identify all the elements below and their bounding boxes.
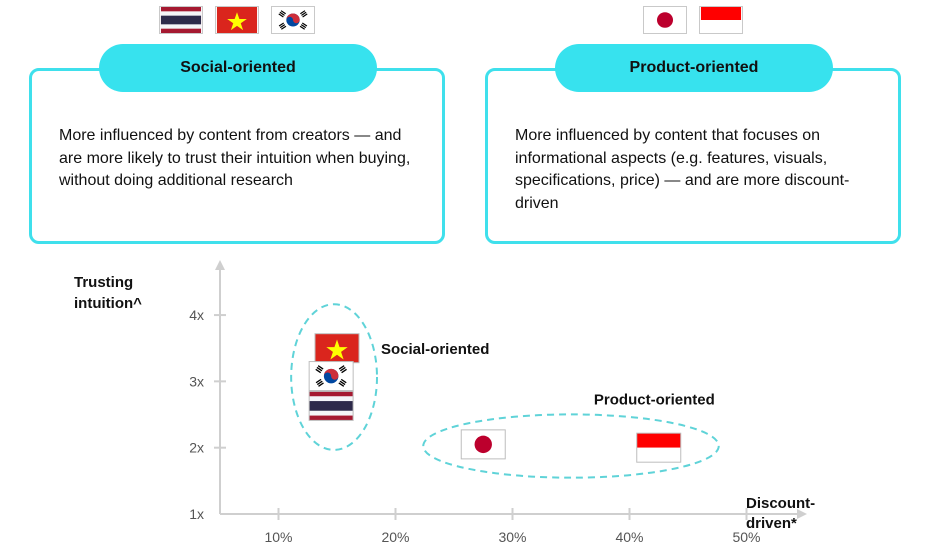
vietnam-flag-icon bbox=[314, 333, 360, 364]
flag-border bbox=[308, 390, 354, 421]
x-axis-label: Discount-driven* bbox=[746, 495, 815, 532]
japan-flag-icon bbox=[643, 6, 687, 34]
flag-border bbox=[460, 429, 506, 460]
group-outline bbox=[422, 413, 720, 479]
x-tick-label: 40% bbox=[615, 529, 643, 545]
x-tick-label: 20% bbox=[381, 529, 409, 545]
japan-flag-icon bbox=[460, 429, 506, 460]
social-oriented-description: More influenced by content from creators… bbox=[59, 127, 411, 189]
y-tick-label: 4x bbox=[189, 307, 204, 323]
group-outline bbox=[290, 303, 379, 451]
x-axis-arrow bbox=[797, 509, 807, 519]
vietnam-flag-icon bbox=[215, 6, 259, 34]
product-oriented-title: Product-oriented bbox=[555, 44, 833, 92]
thailand-flag-icon bbox=[308, 390, 354, 421]
social-flags-row bbox=[159, 6, 315, 34]
x-tick-label: 50% bbox=[732, 529, 760, 545]
x-tick-label: 10% bbox=[264, 529, 292, 545]
indonesia-flag-icon bbox=[699, 6, 743, 34]
social-oriented-card: More influenced by content from creators… bbox=[29, 68, 445, 244]
social-oriented-title: Social-oriented bbox=[99, 44, 377, 92]
indonesia-flag-icon bbox=[636, 432, 682, 463]
group-label: Product-oriented bbox=[594, 391, 715, 408]
y-tick-label: 1x bbox=[189, 506, 204, 522]
x-tick-label: 30% bbox=[498, 529, 526, 545]
flag-mark bbox=[461, 429, 505, 459]
flag-mark bbox=[315, 333, 359, 363]
thailand-flag-icon bbox=[159, 6, 203, 34]
product-flags-row bbox=[643, 6, 743, 34]
y-tick-label: 3x bbox=[189, 373, 204, 389]
group-label: Social-oriented bbox=[381, 341, 489, 358]
flag-border bbox=[636, 432, 682, 463]
flag-mark bbox=[309, 361, 353, 391]
flag-border bbox=[308, 361, 354, 392]
south-korea-flag-icon bbox=[308, 361, 354, 392]
y-tick-label: 2x bbox=[189, 440, 204, 456]
product-oriented-description: More influenced by content that focuses … bbox=[515, 127, 850, 212]
y-axis-arrow bbox=[215, 260, 225, 270]
south-korea-flag-icon bbox=[271, 6, 315, 34]
product-oriented-card: More influenced by content that focuses … bbox=[485, 68, 901, 244]
flag-mark bbox=[637, 433, 681, 463]
flag-mark bbox=[309, 391, 353, 421]
